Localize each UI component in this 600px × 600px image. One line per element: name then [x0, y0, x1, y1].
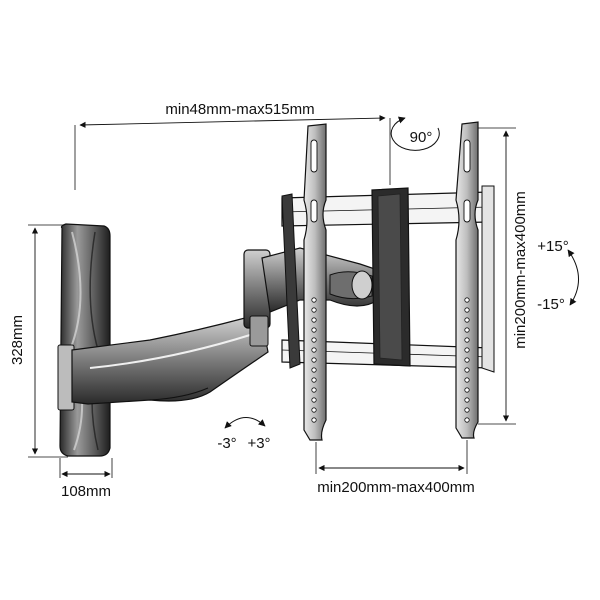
swivel-arrow	[390, 116, 440, 151]
mounting-hole	[311, 317, 317, 323]
height-label: 328mm	[9, 315, 26, 365]
height-dimension: 328mm	[9, 224, 68, 458]
mounting-hole	[311, 387, 317, 393]
mounting-hole	[464, 407, 470, 413]
level-minus-label: -3°	[217, 435, 236, 452]
vesa-v-label: min200mm-max400mm	[512, 191, 529, 349]
level-indicator: -3° +3°	[217, 417, 271, 452]
mounting-hole	[311, 417, 317, 423]
articulating-arm	[71, 247, 379, 405]
vesa-vertical-dimension: min200mm-max400mm	[478, 127, 529, 425]
mounting-hole	[464, 347, 470, 353]
vesa-horizontal-dimension: min200mm-max400mm	[315, 440, 475, 496]
mounting-hole	[464, 337, 470, 343]
tilt-arrow	[567, 249, 579, 306]
wall-width-dimension: 108mm	[59, 458, 113, 500]
mounting-hole	[311, 347, 317, 353]
mounting-hole	[311, 297, 317, 303]
mounting-hole	[311, 307, 317, 313]
extension-dimension: min48mm-max515mm	[74, 101, 391, 190]
mounting-hole	[464, 307, 470, 313]
level-plus-label: +3°	[247, 435, 270, 452]
mounting-hole	[311, 407, 317, 413]
extension-arrow	[79, 114, 386, 129]
tilt-indicator: +15° -15°	[537, 238, 579, 313]
mounting-hole	[464, 327, 470, 333]
swivel-indicator: 90°	[390, 116, 440, 151]
tilt-up-label: +15°	[537, 238, 568, 255]
vesa-h-label: min200mm-max400mm	[317, 479, 475, 496]
mounting-hole	[311, 337, 317, 343]
tv-bracket-crossbars	[281, 185, 495, 373]
swivel-label: 90°	[410, 129, 433, 146]
left-vertical-rail	[303, 123, 327, 441]
mounting-hole	[464, 317, 470, 323]
extension-label: min48mm-max515mm	[165, 101, 314, 118]
mounting-hole	[464, 417, 470, 423]
mounting-hole	[311, 367, 317, 373]
mounting-hole	[464, 367, 470, 373]
mounting-hole	[464, 357, 470, 363]
mounting-hole	[464, 397, 470, 403]
wall-width-label: 108mm	[61, 483, 111, 500]
tilt-down-label: -15°	[537, 296, 565, 313]
mounting-hole	[311, 377, 317, 383]
mounting-hole	[464, 297, 470, 303]
mounting-hole	[311, 327, 317, 333]
mounting-hole	[311, 397, 317, 403]
wall-plate	[57, 223, 111, 457]
mounting-hole	[311, 357, 317, 363]
level-arrow	[224, 417, 266, 429]
mounting-hole	[464, 377, 470, 383]
mounting-hole	[464, 387, 470, 393]
right-vertical-rail	[455, 121, 479, 439]
